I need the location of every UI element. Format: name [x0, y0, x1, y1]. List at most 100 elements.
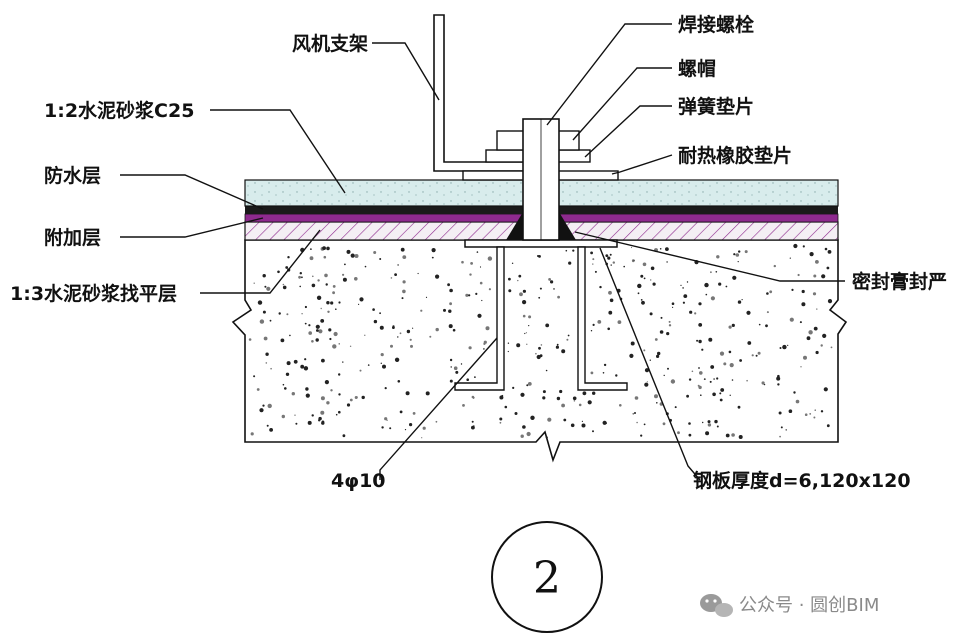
label-anchor-bars: 4φ10 [331, 470, 386, 492]
label-welded-bolt: 焊接螺栓 [678, 13, 754, 36]
aggregate-speck [499, 417, 503, 421]
aggregate-speck [578, 403, 582, 407]
aggregate-speck [714, 419, 718, 424]
aggregate-speck [646, 381, 649, 383]
aggregate-speck [592, 263, 594, 265]
aggregate-speck [294, 414, 296, 416]
aggregate-speck [609, 253, 612, 256]
aggregate-speck [364, 334, 366, 336]
aggregate-speck [380, 353, 384, 357]
aggregate-speck [603, 363, 607, 367]
aggregate-speck [738, 250, 741, 253]
aggregate-speck [607, 256, 611, 260]
aggregate-speck [719, 351, 725, 356]
aggregate-speck [528, 315, 532, 319]
aggregate-speck [431, 248, 436, 253]
aggregate-speck [301, 276, 303, 279]
aggregate-speck [545, 369, 548, 372]
aggregate-speck [282, 283, 285, 286]
aggregate-speck [399, 410, 403, 414]
aggregate-speck [452, 328, 456, 332]
aggregate-speck [406, 329, 411, 334]
aggregate-speck [590, 371, 594, 375]
aggregate-speck [361, 395, 365, 400]
aggregate-speck [720, 388, 725, 392]
aggregate-speck [332, 291, 335, 295]
aggregate-speck [632, 412, 635, 415]
aggregate-speck [729, 394, 731, 396]
aggregate-speck [468, 346, 472, 350]
aggregate-speck [538, 346, 541, 350]
label-nut: 螺帽 [678, 57, 716, 80]
aggregate-speck [397, 336, 399, 338]
aggregate-speck [765, 324, 768, 328]
aggregate-speck [447, 283, 450, 287]
aggregate-speck [420, 309, 423, 312]
aggregate-speck [761, 381, 765, 385]
aggregate-speck [813, 326, 818, 331]
aggregate-speck [801, 289, 805, 294]
aggregate-speck [483, 348, 485, 350]
aggregate-speck [649, 312, 653, 316]
aggregate-speck [617, 320, 622, 324]
aggregate-speck [289, 334, 291, 337]
aggregate-speck [737, 261, 739, 263]
aggregate-speck [800, 366, 802, 368]
aggregate-speck [298, 275, 301, 279]
aggregate-speck [548, 278, 551, 281]
aggregate-speck [630, 341, 635, 346]
aggregate-speck [409, 423, 413, 427]
aggregate-speck [321, 420, 325, 424]
aggregate-speck [364, 265, 367, 268]
aggregate-speck [402, 280, 406, 284]
aggregate-speck [789, 257, 791, 259]
aggregate-speck [723, 362, 727, 366]
aggregate-speck [707, 423, 712, 427]
aggregate-speck [307, 420, 312, 425]
aggregate-speck [323, 255, 327, 259]
leader-steel-plate [599, 247, 701, 481]
aggregate-speck [713, 378, 715, 380]
aggregate-speck [410, 344, 413, 348]
aggregate-speck [540, 344, 543, 346]
anchor-bar-right [577, 246, 628, 391]
aggregate-speck [332, 285, 336, 288]
aggregate-speck [698, 367, 700, 369]
aggregate-speck [599, 285, 602, 289]
aggregate-speck [776, 376, 781, 381]
aggregate-speck [346, 403, 351, 407]
aggregate-speck [656, 354, 660, 358]
aggregate-speck [710, 365, 715, 369]
aggregate-speck [354, 277, 358, 281]
aggregate-speck [795, 399, 800, 404]
aggregate-speck [539, 354, 543, 358]
aggregate-speck [422, 426, 426, 430]
aggregate-speck [542, 390, 546, 394]
aggregate-speck [615, 374, 618, 377]
aggregate-speck [813, 416, 816, 419]
leader-leveling [200, 229, 321, 294]
aggregate-speck [504, 405, 508, 409]
aggregate-speck [744, 250, 748, 254]
aggregate-speck [731, 323, 735, 327]
aggregate-speck [698, 339, 702, 344]
aggregate-speck [384, 387, 387, 390]
aggregate-speck [780, 426, 783, 429]
aggregate-speck [338, 373, 341, 376]
aggregate-speck [499, 421, 502, 424]
aggregate-speck [354, 254, 359, 258]
aggregate-speck [694, 312, 697, 315]
aggregate-speck [390, 344, 393, 348]
aggregate-speck [746, 310, 751, 315]
aggregate-speck [565, 249, 568, 252]
aggregate-speck [421, 437, 423, 439]
aggregate-speck [827, 299, 833, 304]
aggregate-speck [680, 284, 682, 286]
aggregate-speck [641, 300, 645, 305]
aggregate-speck [265, 362, 268, 364]
aggregate-speck [826, 266, 830, 270]
aggregate-speck [563, 418, 567, 422]
aggregate-speck [590, 330, 593, 332]
aggregate-speck [312, 275, 314, 278]
